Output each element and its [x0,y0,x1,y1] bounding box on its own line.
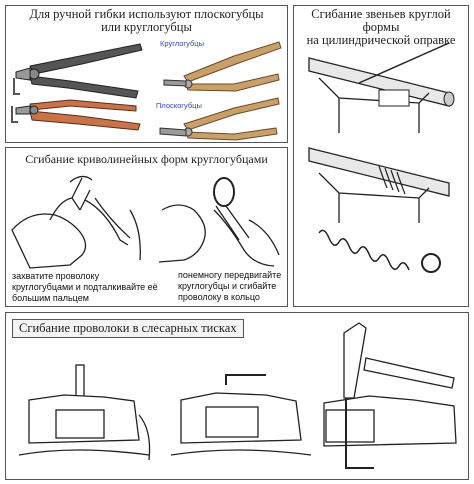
hand-icon [11,175,141,269]
curves-panel: Сгибание криволинейных форм круглогубцам… [5,147,288,307]
hammer-icon [323,322,457,469]
mandrel-panel: Сгибание звеньев круглой формы на цилинд… [293,5,469,307]
curves-title: Сгибание криволинейных форм круглогубцам… [25,152,268,166]
vise-icon [18,364,151,461]
mandrel-title-line1: Сгибание звеньев круглой формы [311,7,451,34]
mandrel-title-line2: на цилиндрической оправке [306,33,456,47]
mandrel-title: Сгибание звеньев круглой формы на цилинд… [294,8,468,47]
mandrel-icon [308,42,455,133]
pliers-icon [11,43,143,131]
vise-panel: Сгибание проволоки в слесарных тисках [5,312,469,480]
spring-coil-icon [308,147,450,273]
vise-title: Сгибание проволоки в слесарных тисках [12,319,244,338]
curves-caption-right: понемногу передвигайте круглогубцы и сги… [178,270,282,302]
flat-pliers-label: Плоскогубцы [156,101,202,110]
pliers-title-line2: или круглогубцы [101,20,192,34]
ring-icon [158,177,280,267]
round-pliers-icon [159,41,282,141]
round-pliers-label: Круглогубцы [160,39,204,48]
curves-caption-left: захватите проволоку круглогубцами и подт… [12,271,158,303]
pliers-title: Для ручной гибки используют плоскогубцы … [6,8,287,34]
pliers-panel: Для ручной гибки используют плоскогубцы … [5,5,288,143]
vise-icon-2 [170,374,312,456]
pliers-title-line1: Для ручной гибки используют плоскогубцы [29,7,264,21]
